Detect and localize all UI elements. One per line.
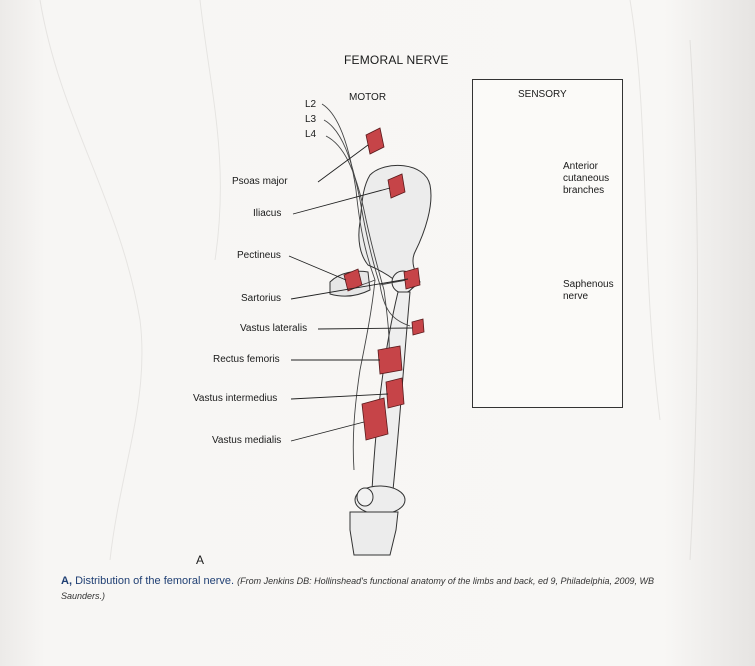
label-line: nerve — [563, 291, 614, 303]
label-line: cutaneous — [563, 173, 609, 185]
figure-title: FEMORAL NERVE — [344, 53, 449, 67]
sartorius-muscle — [404, 268, 420, 289]
label-line: Anterior — [563, 161, 609, 173]
vastus-lateralis-muscle — [412, 319, 424, 335]
label-vastus-intermedius: Vastus intermedius — [193, 393, 277, 404]
label-sartorius: Sartorius — [241, 293, 281, 304]
caption-lead: A, — [61, 575, 72, 587]
label-line: Saphenous — [563, 279, 614, 291]
label-pectineus: Pectineus — [237, 250, 281, 261]
psoas-major-muscle — [366, 128, 384, 154]
label-saphenous-nerve: Saphenous nerve — [563, 279, 614, 303]
tibia — [350, 512, 398, 555]
label-vastus-lateralis: Vastus lateralis — [240, 323, 307, 334]
label-iliacus: Iliacus — [253, 208, 281, 219]
panel-letter: A — [196, 553, 204, 567]
vastus-intermedius-muscle — [386, 378, 404, 408]
label-vastus-medialis: Vastus medialis — [212, 435, 281, 446]
caption-main: Distribution of the femoral nerve. — [75, 575, 234, 587]
rectus-femoris-muscle — [378, 346, 402, 374]
root-label-l3: L3 — [305, 114, 316, 125]
label-anterior-cutaneous-branches: Anterior cutaneous branches — [563, 161, 609, 197]
caption-citation-cont: Saunders.) — [61, 591, 105, 601]
sensory-panel — [472, 79, 623, 408]
label-rectus-femoris: Rectus femoris — [213, 354, 280, 365]
label-psoas-major: Psoas major — [232, 176, 288, 187]
root-label-l2: L2 — [305, 99, 316, 110]
figure-caption: A, Distribution of the femoral nerve. (F… — [61, 574, 721, 604]
patella — [357, 488, 373, 506]
vastus-medialis-muscle — [362, 398, 388, 440]
root-label-l4: L4 — [305, 129, 316, 140]
sensory-heading: SENSORY — [518, 89, 567, 100]
caption-citation: (From Jenkins DB: Hollinshead's function… — [237, 576, 654, 586]
label-line: branches — [563, 185, 609, 197]
motor-heading: MOTOR — [349, 92, 386, 103]
